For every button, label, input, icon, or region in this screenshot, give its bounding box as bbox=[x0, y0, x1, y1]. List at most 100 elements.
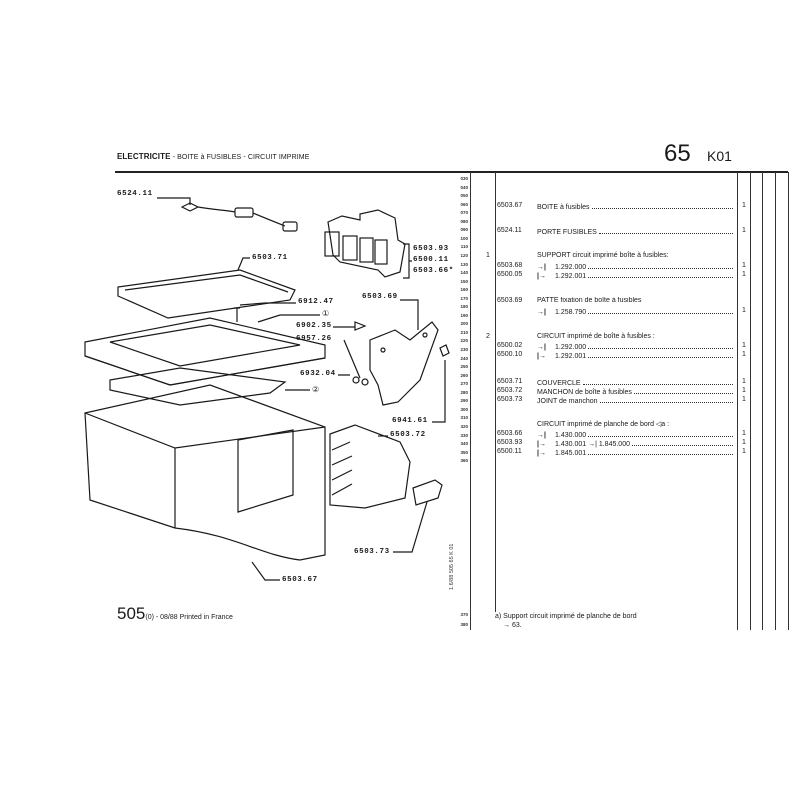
line-number: 160 bbox=[460, 287, 468, 293]
line-number: 140 bbox=[460, 270, 468, 276]
line-number: 110 bbox=[460, 244, 468, 250]
line-number: 030 bbox=[460, 176, 468, 181]
part-number: 6503.68 bbox=[497, 262, 523, 269]
dot-leader bbox=[588, 351, 733, 358]
fuse-box bbox=[84, 384, 326, 581]
part-description: BOITE à fusibles bbox=[537, 202, 733, 212]
part-description: MANCHON de boîte à fusibles bbox=[537, 387, 733, 397]
part-description: COUVERCLE bbox=[537, 378, 733, 388]
gasket-plate bbox=[109, 367, 310, 406]
line-number: 200 bbox=[460, 321, 468, 327]
table-row: 6503.93 |→1.430.001 →| 1.845.000 1 bbox=[480, 439, 780, 449]
dot-leader bbox=[588, 342, 733, 349]
line-number: 330 bbox=[460, 432, 468, 438]
description-text: PATTE fixation de boîte à fusibles bbox=[537, 297, 642, 304]
dot-leader bbox=[588, 307, 733, 314]
label-6503-72: 6503.72 bbox=[390, 431, 426, 439]
line-number: 060 bbox=[460, 201, 468, 207]
dot-leader bbox=[588, 271, 733, 278]
label-6941-61: 6941.61 bbox=[392, 417, 428, 425]
table-rule bbox=[775, 172, 776, 630]
dot-leader bbox=[633, 387, 733, 394]
label-6932-04: 6932.04 bbox=[300, 370, 336, 378]
description-text: 1.292.000 bbox=[555, 264, 587, 271]
callout-2: ② bbox=[312, 386, 320, 395]
part-number: 6503.71 bbox=[497, 378, 523, 385]
label-6503-93: 6503.93 bbox=[413, 245, 449, 253]
printed-circuit bbox=[324, 209, 412, 279]
screw bbox=[234, 302, 296, 322]
dot-leader bbox=[599, 396, 733, 403]
part-description: |→1.430.001 →| 1.845.000 bbox=[537, 439, 733, 449]
line-number: 250 bbox=[460, 364, 468, 370]
label-6957-26: 6957.26 bbox=[296, 335, 332, 343]
row-index: 2 bbox=[486, 333, 490, 340]
part-description: |→1.845.001 bbox=[537, 448, 733, 458]
line-number: 260 bbox=[460, 372, 468, 378]
dot-leader bbox=[588, 448, 733, 455]
table-rule bbox=[762, 172, 763, 630]
quantity: 1 bbox=[742, 439, 746, 446]
label-6503-71: 6503.71 bbox=[252, 254, 288, 262]
part-number: 6500.02 bbox=[497, 342, 523, 349]
table-row: 6503.69 PATTE fixation de boîte à fusible… bbox=[480, 297, 780, 305]
part-number: 6500.05 bbox=[497, 271, 523, 278]
group-heading: CIRCUIT imprimé de boîte à fusibles : bbox=[537, 333, 655, 340]
dot-leader bbox=[591, 202, 733, 209]
dot-leader bbox=[582, 378, 733, 385]
model-number: 505 bbox=[117, 604, 146, 623]
line-number: 100 bbox=[460, 235, 468, 241]
description-text: BOITE à fusibles bbox=[537, 204, 590, 211]
part-number: 6503.93 bbox=[497, 439, 523, 446]
footer: 505(0) - 08/88 Printed in France bbox=[117, 604, 233, 628]
table-rule bbox=[750, 172, 751, 630]
description-text: 1.292.001 bbox=[555, 273, 587, 280]
line-number: 180 bbox=[460, 304, 468, 310]
description-text: 1.258.790 bbox=[555, 309, 587, 316]
description-text: 1.292.001 bbox=[555, 353, 587, 360]
part-description: →| 1.430.000 bbox=[537, 430, 733, 440]
description-text: MANCHON de boîte à fusibles bbox=[537, 389, 632, 396]
line-number: 040 bbox=[460, 184, 468, 190]
description-text: JOINT de manchon bbox=[537, 398, 598, 405]
label-6500-11: 6500.11 bbox=[413, 256, 449, 264]
part-number: 6503.69 bbox=[497, 297, 523, 304]
label-6902-35: 6902.35 bbox=[296, 322, 332, 330]
quantity: 1 bbox=[742, 387, 746, 394]
bracket bbox=[333, 299, 450, 423]
part-number: 6503.67 bbox=[497, 202, 523, 209]
line-number: 340 bbox=[460, 441, 468, 447]
description-text: 1.430.000 bbox=[555, 432, 587, 439]
dot-leader bbox=[598, 227, 733, 234]
dot-leader bbox=[588, 430, 733, 437]
fuse-holder-cable bbox=[157, 197, 298, 232]
dot-leader bbox=[632, 439, 733, 446]
validity-arrow-icon: →| bbox=[537, 432, 546, 439]
part-number: 6503.66 bbox=[497, 430, 523, 437]
part-description: JOINT de manchon bbox=[537, 396, 733, 406]
header-rule bbox=[115, 171, 788, 173]
line-number: 230 bbox=[460, 347, 468, 352]
label-6912-47: 6912.47 bbox=[298, 298, 334, 306]
part-description: PORTE FUSIBLES bbox=[537, 227, 733, 237]
line-number: 320 bbox=[460, 423, 468, 429]
exploded-diagram bbox=[84, 197, 450, 581]
section-number: 65 bbox=[664, 140, 691, 167]
table-row: 6500.02 →|1.292.000 1 bbox=[480, 342, 780, 352]
line-number: 350 bbox=[460, 449, 468, 455]
quantity: 1 bbox=[742, 342, 746, 349]
part-number: 6503.73 bbox=[497, 396, 523, 403]
part-description: →|1.292.000 bbox=[537, 342, 733, 352]
quantity: 1 bbox=[742, 271, 746, 278]
table-rule bbox=[470, 172, 471, 630]
row-index: 1 bbox=[486, 252, 490, 259]
quantity: 1 bbox=[742, 202, 746, 209]
circuit-frame bbox=[84, 314, 326, 386]
table-row: 6503.67 BOITE à fusibles 1 bbox=[480, 202, 780, 212]
